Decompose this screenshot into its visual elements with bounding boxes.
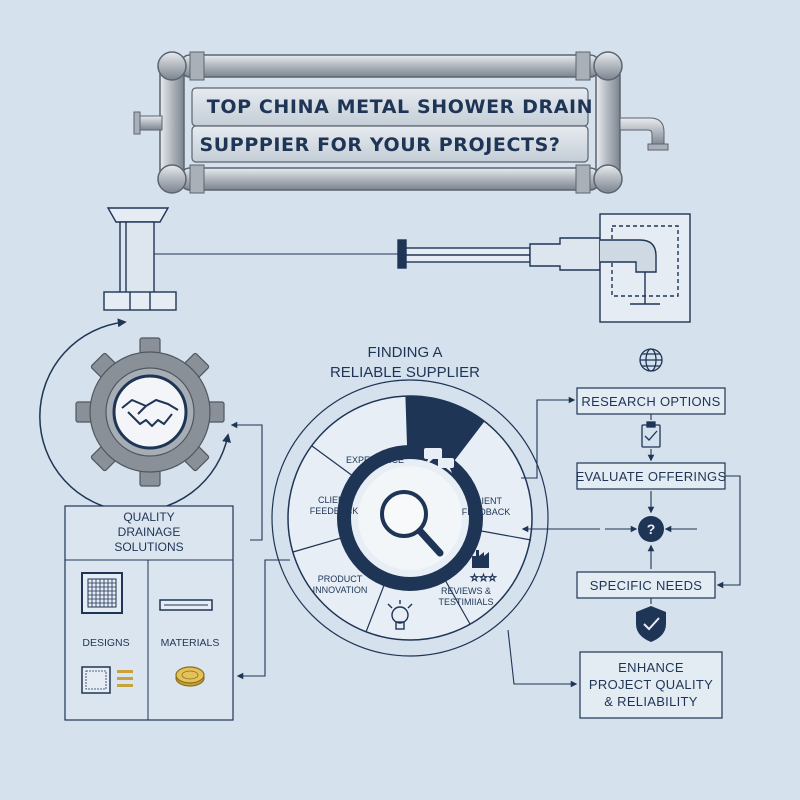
flow-specific-box (576, 571, 716, 599)
factory-icon (472, 550, 489, 568)
supplier-wheel: ☆☆☆ (271, 379, 549, 657)
flow-research-box (576, 387, 726, 415)
checklist-icon (641, 421, 661, 448)
segment-experience: EXPERIENCE (346, 455, 404, 465)
handshake-icon (121, 399, 179, 427)
flow-specific-label: SPECIFIC NEEDS (590, 578, 703, 593)
flow-evaluate-label: EVALUATE OFFERINGS (576, 469, 727, 484)
chat-icon (424, 448, 454, 473)
flow-connectors (230, 396, 741, 688)
quality-solutions-panel (64, 505, 234, 721)
shield-check-icon (636, 606, 666, 642)
segment-client-feedback-left-2: FEEDBACK (310, 506, 359, 516)
label-materials: MATERIALS (161, 637, 220, 649)
center-heading-line-1: FINDING A (367, 344, 442, 361)
small-grate-icon (81, 666, 133, 694)
flow-enhance-line-3: & RELIABILITY (604, 694, 698, 709)
title-line-1: TOP CHINA METAL SHOWER DRAIN (207, 96, 593, 118)
segment-reviews-2: TESTIMIIALS (438, 597, 493, 607)
question-icon (638, 516, 664, 542)
coin-icon (175, 666, 205, 687)
magnifier-icon (380, 490, 444, 557)
globe-icon (639, 348, 663, 372)
segment-client-feedback-right-2: FEEDBACK (462, 507, 511, 517)
segment-product-innovation-1: PRODUCT (318, 574, 363, 584)
linear-drain-icon (159, 599, 213, 611)
panel-heading-line-1: QUALITY (123, 510, 174, 524)
flow-enhance-line-2: PROJECT QUALITY (589, 677, 713, 692)
center-heading-line-2: RELIABLE SUPPLIER (330, 364, 480, 381)
title-line-2: SUPPPIER FOR YOUR PROJECTS? (199, 134, 560, 156)
label-designs: DESIGNS (82, 637, 129, 649)
gear-icon (75, 337, 225, 487)
gear-handshake-emblem (39, 318, 231, 513)
flow-research-label: RESEARCH OPTIONS (581, 394, 720, 409)
segment-client-feedback-left-1: CLIENT (318, 495, 351, 505)
panel-heading-line-3: SOLUTIONS (114, 540, 183, 554)
title-pipe-frame (133, 51, 669, 194)
lightbulb-icon (387, 600, 413, 630)
segment-client-feedback-right-1: CLIENT (470, 496, 503, 506)
panel-heading-line-2: DRAINAGE (118, 525, 181, 539)
flow-enhance-line-1: ENHANCE (618, 660, 684, 675)
flow-evaluate-box (576, 462, 726, 490)
star-rating-icon: ☆☆☆ (470, 573, 497, 584)
segment-product-innovation-2: INNOVATION (313, 585, 368, 595)
blueprint-drain-schematic (103, 207, 691, 323)
segment-reviews-1: REVIEWS & (441, 586, 491, 596)
flow-enhance-box (579, 651, 723, 719)
drain-grate-icon (81, 572, 123, 614)
question-mark: ? (647, 521, 656, 537)
